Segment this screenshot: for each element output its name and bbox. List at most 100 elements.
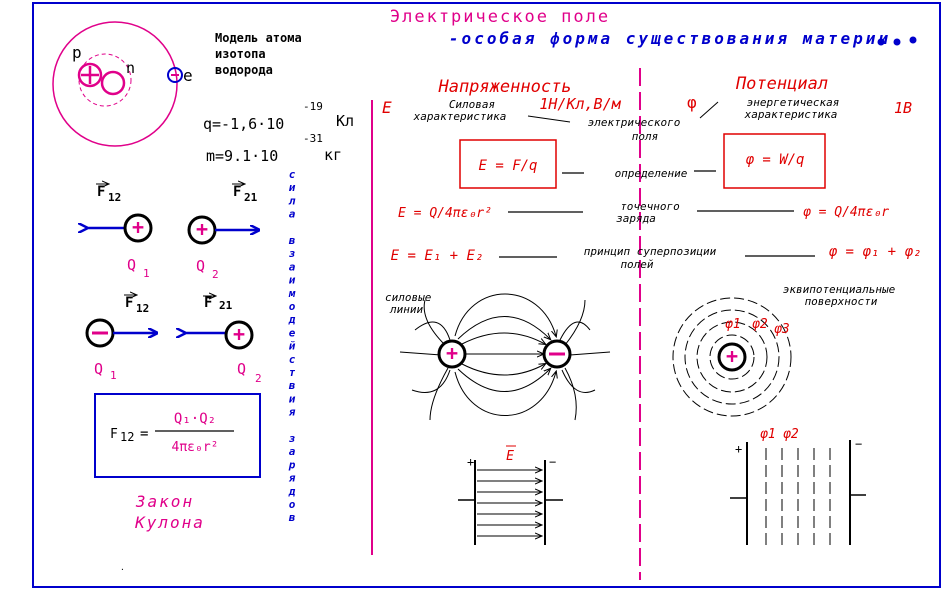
neutron-label: n (126, 59, 135, 77)
vertical-caption-glyph: с (289, 353, 296, 366)
atom-caption-line: водорода (215, 63, 273, 77)
field-vector-label: E (506, 449, 514, 464)
connector-line (527, 115, 571, 123)
charge-q1-subscript: 1 (110, 369, 117, 382)
intensity-units: 1Н/Кл,В/м (539, 95, 621, 113)
charge-sign: + (196, 217, 208, 241)
positive-charge-icon (123, 213, 153, 243)
potential-symbol: φ (687, 93, 697, 112)
vertical-caption-glyph: а (289, 445, 296, 458)
law-title-line: Кулона (134, 513, 205, 532)
vertical-caption-glyph: в (289, 511, 296, 524)
formula-lhs: F (110, 427, 118, 442)
formula-denominator: 4πε₀r² (172, 440, 219, 455)
point-charge-label: заряда (616, 212, 656, 225)
charge-sign: + (446, 341, 458, 365)
potential-point-formula: φ = Q/4πε₀r (803, 205, 889, 220)
coulomb-formula-box: F 12 = Q₁·Q₂ 4πε₀r² (94, 393, 261, 478)
charge-q1-label: Q (94, 360, 103, 378)
potential-level-label: φ1 (725, 317, 741, 332)
potential-superposition-formula: φ = φ₁ + φ₂ (829, 244, 922, 260)
proton-icon (77, 62, 103, 88)
attraction-pair: F 12 F 21 + Q 1 Q 2 (85, 295, 262, 385)
page-subtitle: -особая форма существования материи (449, 29, 891, 48)
vertical-caption-glyph: д (288, 485, 296, 498)
field-lines-label: силовые (385, 291, 432, 304)
electron-orbit (52, 21, 178, 147)
potential-definition-box (723, 133, 826, 189)
potential-heading: Потенциал (735, 74, 828, 94)
dipole-field-lines (399, 293, 611, 421)
charge-sign: + (726, 344, 738, 368)
electron-mass: m=9.1·10 (206, 147, 278, 165)
vertical-caption-glyph: а (289, 208, 296, 221)
vertical-caption-glyph: р (288, 458, 296, 471)
electron-charge: q=-1,6·10 (203, 115, 284, 133)
nucleus-boundary (78, 53, 132, 107)
vertical-caption-glyph: в (289, 379, 296, 392)
intensity-char-label: Силовая (449, 98, 495, 111)
repulsion-pair: F 12 F 21 + + Q 1 Q 2 (86, 184, 258, 281)
charge-q2-label: Q (196, 257, 205, 275)
force-f21-label: F (204, 295, 212, 311)
slide-frame (32, 2, 941, 588)
intensity-char-label: характеристика (413, 110, 507, 123)
vertical-caption-glyph: о (289, 300, 296, 313)
formula-numerator: Q₁·Q₂ (174, 411, 216, 427)
potential-level-label: φ3 (774, 322, 790, 337)
electron-constants: q=-1,6·10 -19 Кл m=9.1·10 -31 кг (203, 100, 354, 165)
definition-label: определение (615, 167, 688, 180)
point-charge-label: точечного (620, 200, 680, 213)
vertical-caption-glyph: я (288, 406, 296, 419)
charge-q2-subscript: 2 (212, 268, 219, 281)
equipotential-label: поверхности (805, 295, 878, 308)
vertical-caption-glyph: и (289, 181, 296, 194)
force-f12-subscript: 12 (136, 302, 149, 315)
positive-charge-icon (224, 320, 254, 350)
plate-minus-sign: − (549, 455, 556, 469)
potential-char-label: энергетическая (747, 96, 840, 109)
atom-caption: Модель атома изотопа водорода (215, 31, 302, 77)
intensity-superposition-formula: E = E₁ + E₂ (391, 248, 484, 264)
vertical-caption-glyph: и (289, 392, 296, 405)
vertical-caption-glyph: т (289, 366, 296, 379)
force-f21-subscript: 21 (219, 299, 233, 312)
atom-caption-line: Модель атома (215, 31, 302, 45)
force-f21-subscript: 21 (244, 191, 258, 204)
formula-frame (94, 393, 261, 478)
charge-q1-subscript: 1 (143, 267, 150, 280)
potential-level-label: φ2 (752, 317, 768, 332)
law-title-line: Закон (135, 492, 194, 511)
charge-q1-label: Q (127, 256, 136, 274)
vertical-caption-glyph: я (288, 472, 296, 485)
potential-definition-formula: φ = W/q (745, 152, 804, 168)
potential-level-label: φ2 (783, 427, 799, 442)
vertical-caption-glyph: с (289, 168, 296, 181)
vertical-caption-glyph: з (289, 432, 296, 445)
electron-mass-unit: кг (324, 146, 342, 164)
vertical-caption-glyph: о (289, 498, 296, 511)
force-f21-label: F (233, 184, 241, 200)
charge-sign: + (132, 215, 144, 239)
charge-q2-label: Q (237, 360, 246, 378)
center-label: электрического (588, 116, 681, 129)
intensity-heading: Напряженность (437, 77, 571, 97)
plate-plus-sign: + (735, 442, 742, 456)
force-f12-subscript: 12 (108, 191, 121, 204)
equipotential-circles (672, 297, 792, 417)
intensity-point-formula: E = Q/4πε₀r² (398, 206, 492, 221)
page-title: Электрическое поле (390, 7, 610, 27)
vertical-caption-glyph: м (288, 287, 296, 300)
force-f12-label: F (97, 184, 105, 200)
plate-plus-sign: + (467, 455, 474, 469)
neutron-icon (100, 70, 126, 96)
connector-line (699, 101, 719, 119)
atom-model: p n e (52, 21, 193, 147)
center-label: поля (632, 130, 659, 143)
vertical-caption-glyph: й (289, 340, 296, 353)
vertical-caption-glyph: е (289, 326, 296, 339)
intensity-definition-box (459, 139, 557, 189)
intensity-definition-formula: E = F/q (478, 158, 537, 174)
potential-unit: 1В (894, 99, 912, 117)
